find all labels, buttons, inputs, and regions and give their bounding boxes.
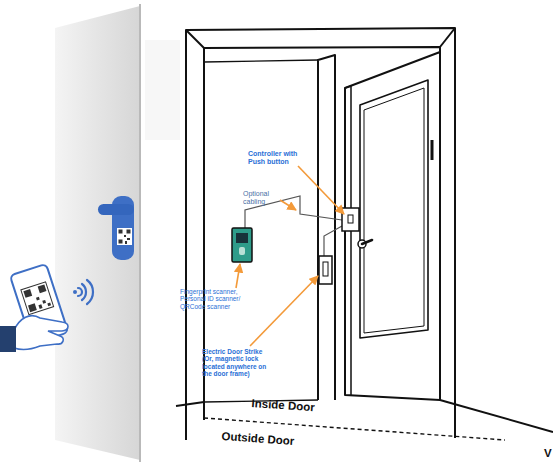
- handle-lever: [98, 204, 134, 215]
- leader-arrow: [250, 276, 318, 346]
- controller-box: [342, 208, 359, 231]
- edge-label: V: [544, 447, 553, 460]
- wall-patch: [145, 40, 180, 140]
- door-panel: [55, 6, 140, 460]
- leader-arrow: [280, 200, 296, 210]
- wall-line: [204, 60, 318, 62]
- door-jamb: [318, 55, 335, 400]
- leader-arrow: [298, 166, 344, 214]
- scanner-pad: [239, 247, 245, 255]
- push-button: [348, 215, 353, 223]
- door-thickness: [345, 86, 351, 395]
- callout-label: Electric Door Strike (Or, magnetic lock …: [202, 348, 272, 378]
- floor-line: [440, 400, 553, 432]
- qr-sticker: [117, 228, 132, 245]
- floor-line: [176, 402, 204, 406]
- frame-corner: [186, 30, 204, 48]
- side-label: Inside Door: [251, 397, 362, 418]
- scanner-screen: [236, 233, 248, 243]
- qr-pattern: [119, 230, 131, 245]
- wifi-dot: [73, 290, 77, 294]
- strike-slot: [323, 262, 328, 276]
- callout-label: Controller with Push button: [248, 150, 306, 166]
- hand: [14, 316, 68, 350]
- door-edge: [139, 4, 141, 462]
- door-window-inner: [364, 88, 424, 333]
- wifi-symbol: [78, 280, 93, 304]
- sleeve: [0, 326, 16, 352]
- callout-label: Fingerprint scanner, Personal iD scanner…: [180, 288, 264, 310]
- door-strike: [319, 256, 332, 284]
- leader-arrow: [236, 264, 240, 288]
- frame-corner: [440, 28, 455, 47]
- side-label: Outside Door: [221, 430, 332, 451]
- door-lever: [362, 240, 372, 244]
- callout-label: Optional cabling: [243, 190, 283, 206]
- cable: [324, 226, 342, 256]
- door-hinge: [431, 140, 434, 160]
- scanner-device: [232, 228, 252, 262]
- frame-outer: [186, 28, 455, 440]
- door-window: [360, 80, 428, 338]
